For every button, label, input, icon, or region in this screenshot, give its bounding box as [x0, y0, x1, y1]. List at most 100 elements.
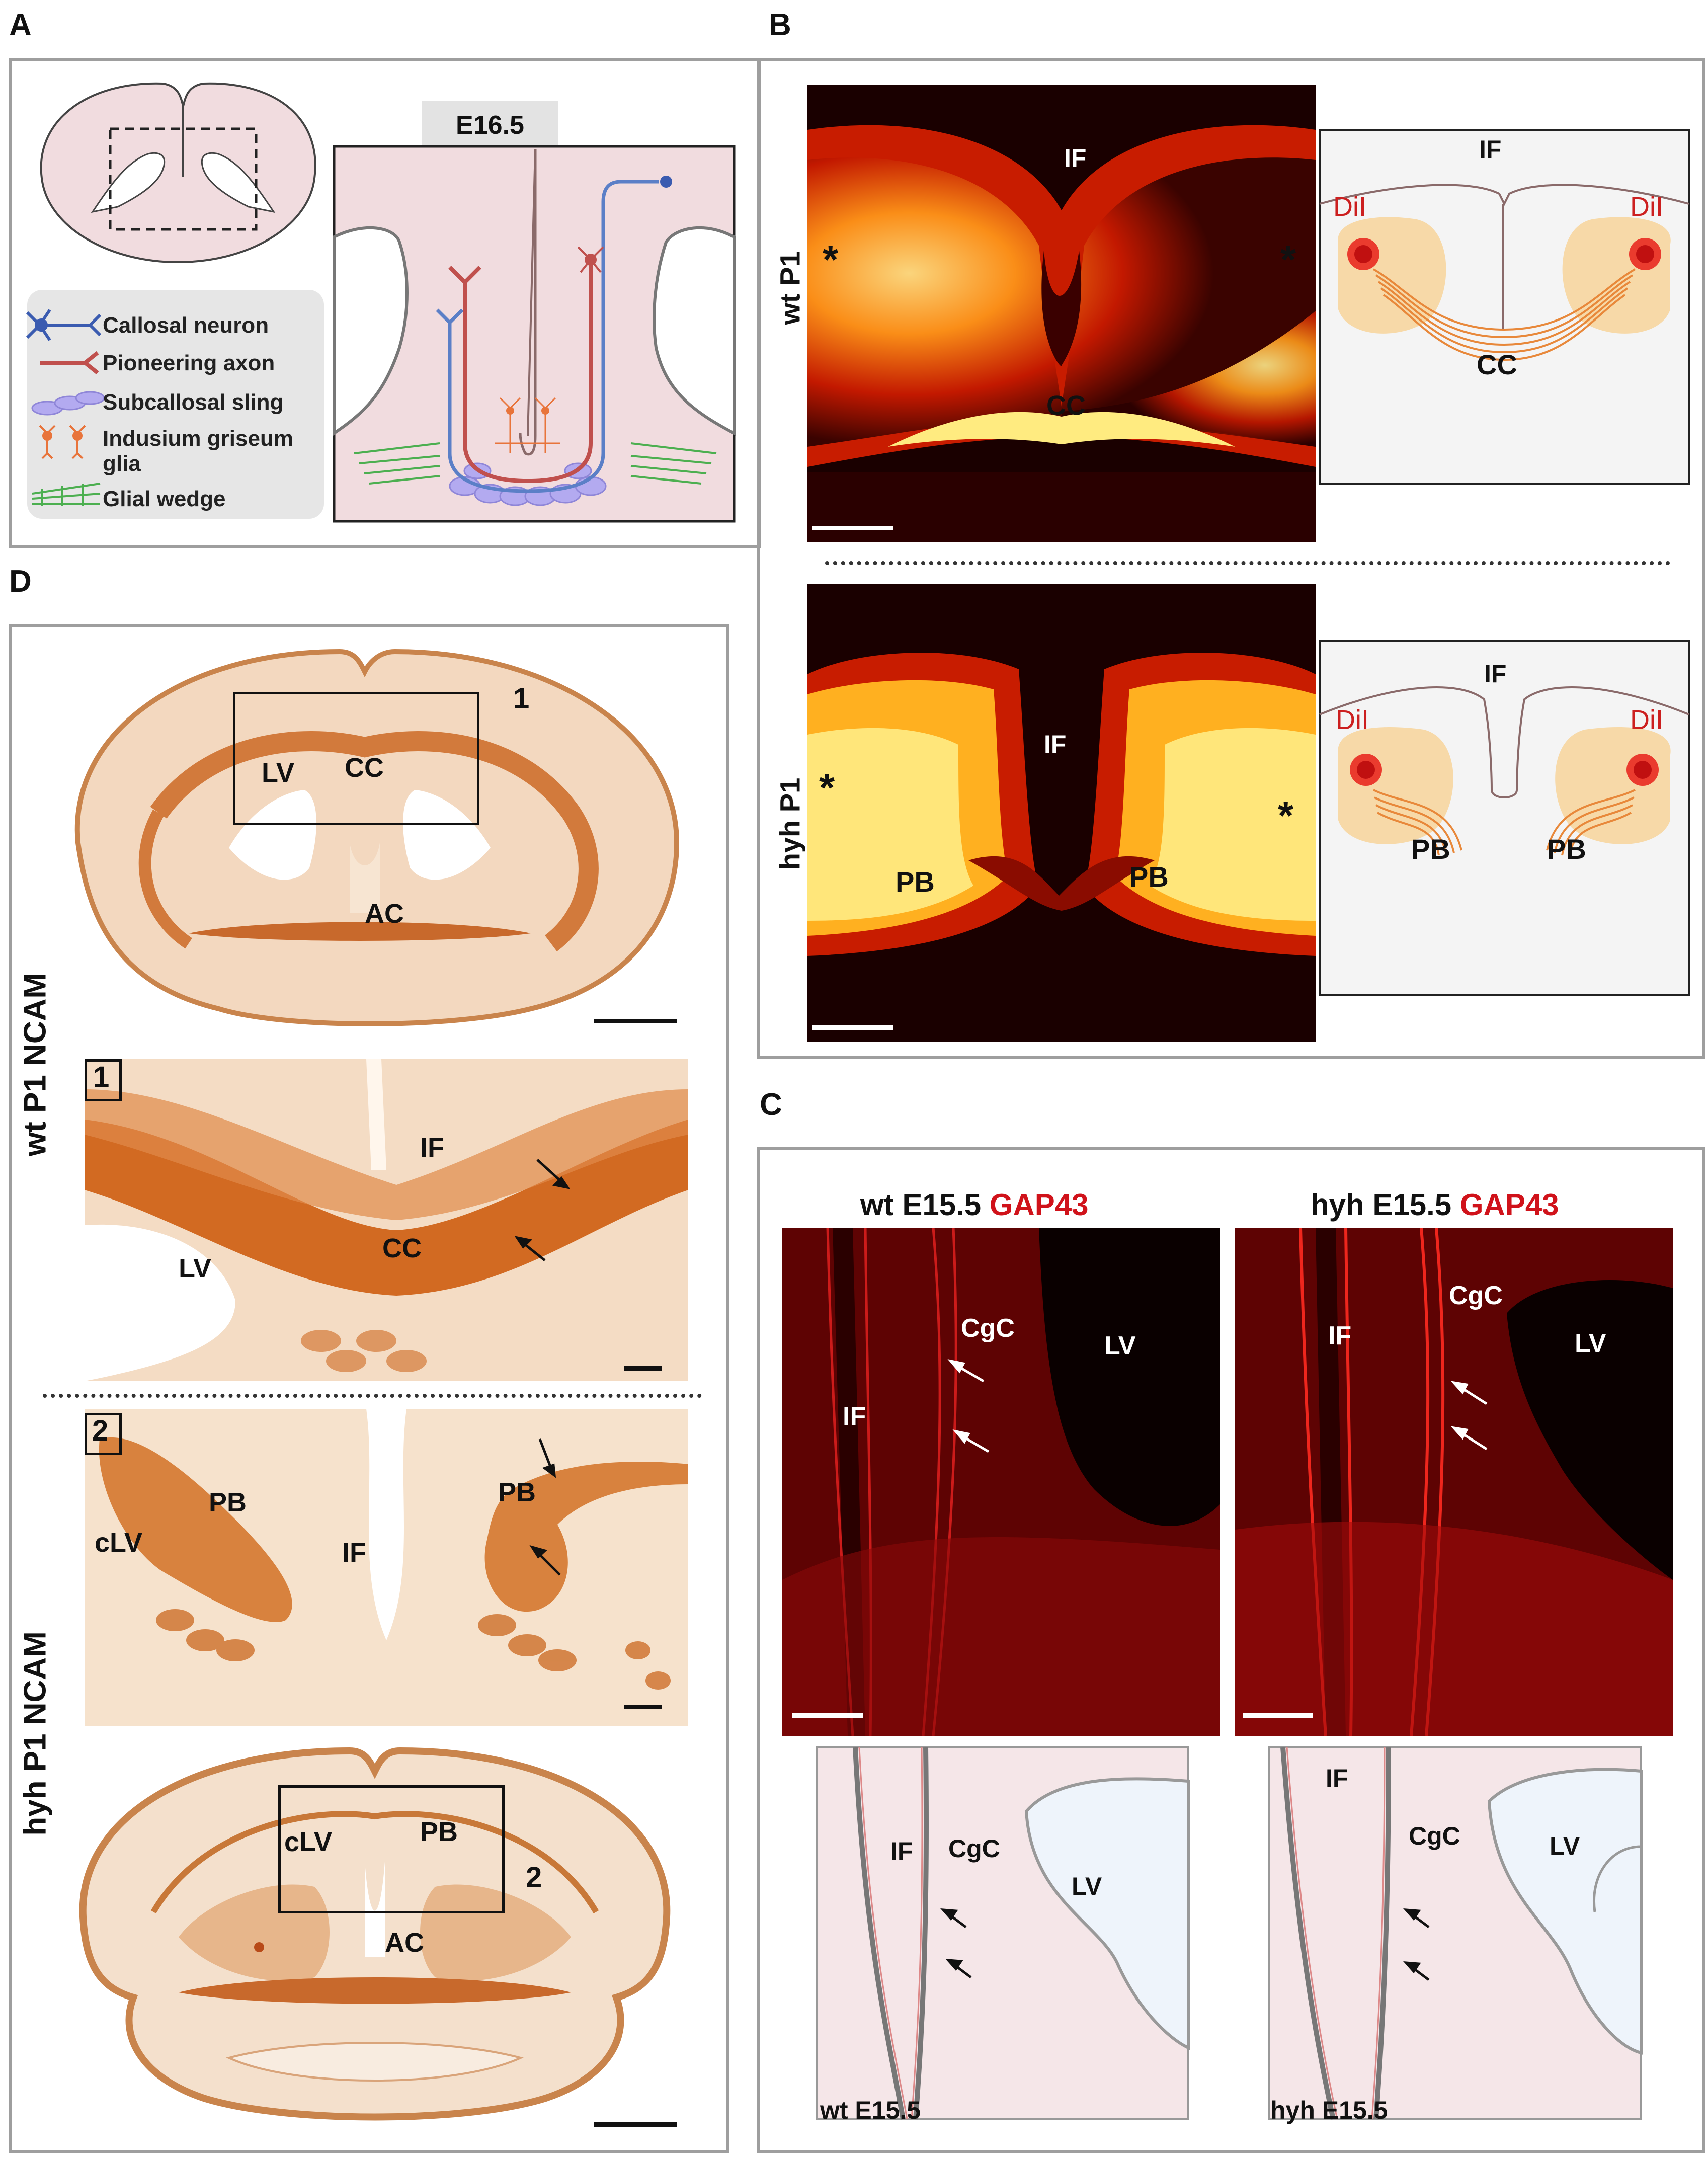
- hyh-p1-row-label: hyh P1: [774, 777, 806, 870]
- wt-gap43-cgc-label: CgC: [961, 1314, 1015, 1343]
- wt-inset-number-box: [85, 1059, 122, 1101]
- legend-label-pioneering: Pioneering axon: [103, 351, 275, 375]
- wt-schematic-dii-right: DiI: [1630, 192, 1663, 222]
- hyh-schematic-pb-right: PB: [1547, 833, 1586, 865]
- hyh-e155-title: hyh E15.5 GAP43: [1311, 1187, 1559, 1222]
- panel-b-frame: [757, 58, 1705, 1059]
- hyh-dii-schematic: [1319, 640, 1690, 996]
- wt-ncam-section: [74, 649, 680, 1026]
- hyh-schematic-if-label: IF: [1484, 660, 1507, 688]
- wt-cc-label: CC: [1046, 390, 1086, 421]
- hyh-gap43-lv-label: LV: [1575, 1329, 1606, 1358]
- wt-ncam-lv-label: LV: [262, 758, 294, 788]
- wt-e155-schematic: [816, 1746, 1190, 2120]
- panel-d-frame: [9, 624, 729, 2153]
- wt-gap43-marker: GAP43: [989, 1188, 1089, 1222]
- wt-p1-row-label: wt P1: [774, 251, 806, 325]
- pioneering-axon-icon: [40, 351, 99, 375]
- panel-letter-c: C: [760, 1087, 782, 1122]
- legend-label-glial-wedge: Glial wedge: [103, 487, 226, 511]
- hyh-schematic-if-c: IF: [1326, 1764, 1348, 1792]
- hyh-ncam-scalebar: [594, 2122, 677, 2127]
- hyh-gap43-cgc-label: CgC: [1449, 1281, 1503, 1310]
- wt-e155-caption: wt E15.5: [820, 2096, 921, 2124]
- wt-inset-lv-label: LV: [179, 1253, 211, 1284]
- panel-letter-a: A: [9, 8, 32, 42]
- legend-label-callosal: Callosal neuron: [103, 313, 269, 338]
- hyh-pb-right-label: PB: [1129, 861, 1169, 893]
- wt-inset-number: 1: [93, 1061, 110, 1093]
- hyh-inset-if-label: IF: [342, 1538, 366, 1568]
- hyh-schematic-lv-c: LV: [1550, 1832, 1580, 1860]
- panel-b-divider: [825, 561, 1670, 565]
- wt-ncam-ac-label: AC: [365, 899, 404, 929]
- wt-dii-scalebar: [812, 526, 893, 530]
- hyh-asterisk-left: *: [819, 765, 835, 810]
- panel-letter-d: D: [9, 564, 32, 599]
- wt-if-label: IF: [1064, 144, 1087, 172]
- hyh-inset-clv-label: cLV: [95, 1528, 143, 1558]
- indusium-griseum-icon: [39, 425, 86, 459]
- hyh-e155-title-text: hyh E15.5: [1311, 1188, 1452, 1222]
- wt-schematic-dii-left: DiI: [1333, 192, 1366, 222]
- wt-dii-micrograph: [807, 85, 1316, 542]
- wt-gap43-lv-label: LV: [1104, 1331, 1136, 1361]
- wt-asterisk-left: *: [823, 237, 839, 282]
- hyh-ncam-row-label: hyh P1 NCAM: [18, 1631, 53, 1836]
- legend-label-indusium: Indusium griseum: [103, 426, 293, 451]
- hyh-dii-micrograph: [807, 584, 1316, 1042]
- wt-inset-cc-label: CC: [382, 1233, 422, 1263]
- panel-d-divider: [43, 1394, 702, 1398]
- hyh-ncam-pb-label: PB: [420, 1817, 458, 1847]
- stage-label: E16.5: [456, 111, 524, 140]
- hyh-schematic-cgc-c: CgC: [1409, 1822, 1460, 1850]
- wt-e155-title: wt E15.5 GAP43: [860, 1187, 1089, 1222]
- hyh-ncam-section: [79, 1747, 671, 2121]
- stage-label-box: [422, 101, 558, 146]
- hyh-gap43-marker: GAP43: [1459, 1188, 1559, 1222]
- hyh-ncam-inset-box: [278, 1785, 505, 1913]
- hyh-schematic-pb-left: PB: [1411, 833, 1450, 865]
- wt-schematic-if-c: IF: [890, 1837, 913, 1865]
- hyh-gap43-if-label: IF: [1328, 1321, 1352, 1350]
- brain-overview-icon: [40, 82, 316, 264]
- hyh-e155-caption: hyh E15.5: [1270, 2096, 1388, 2124]
- panel-c-frame: [757, 1147, 1705, 2153]
- hyh-gap43-micrograph: [1235, 1228, 1673, 1736]
- wt-gap43-scalebar: [792, 1713, 863, 1718]
- hyh-inset-scalebar: [624, 1705, 662, 1709]
- hyh-inset-number-box: [85, 1413, 122, 1455]
- panel-letter-b: B: [769, 8, 791, 42]
- wt-gap43-if-label: IF: [843, 1402, 866, 1431]
- hyh-ncam-box-number: 2: [526, 1861, 542, 1894]
- wt-inset-scalebar: [624, 1366, 662, 1371]
- wt-schematic-cgc-c: CgC: [948, 1834, 1000, 1863]
- wt-gap43-micrograph: [782, 1228, 1220, 1736]
- wt-ncam-inset-1: [85, 1059, 688, 1381]
- hyh-schematic-dii-right: DiI: [1630, 705, 1663, 735]
- wt-inset-if-label: IF: [420, 1133, 444, 1163]
- subcallosal-sling-icon: [31, 391, 105, 416]
- wt-schematic-lv-c: LV: [1072, 1872, 1102, 1900]
- hyh-ncam-inset-2: [85, 1409, 688, 1726]
- wt-schematic-cc-label: CC: [1477, 349, 1517, 380]
- midline-diagram: [333, 145, 736, 523]
- hyh-pb-left-label: PB: [896, 866, 935, 898]
- wt-ncam-cc-label: CC: [345, 753, 384, 783]
- hyh-asterisk-right: *: [1278, 793, 1294, 838]
- hyh-gap43-scalebar: [1243, 1713, 1313, 1718]
- hyh-inset-pb-left: PB: [209, 1487, 247, 1517]
- wt-ncam-scalebar: [594, 1019, 677, 1023]
- legend-label-sling: Subcallosal sling: [103, 390, 283, 415]
- wt-asterisk-right: *: [1280, 237, 1296, 282]
- callosal-neuron-icon: [26, 309, 102, 341]
- hyh-e155-schematic: [1268, 1746, 1643, 2120]
- hyh-ncam-clv-label: cLV: [284, 1827, 333, 1857]
- wt-ncam-box-number: 1: [513, 682, 530, 715]
- legend-label-glia: glia: [103, 451, 141, 476]
- wt-schematic-if-label: IF: [1479, 135, 1502, 164]
- hyh-inset-pb-right: PB: [498, 1477, 536, 1507]
- glial-wedge-icon: [32, 483, 101, 506]
- wt-ncam-inset-box: [233, 692, 479, 825]
- wt-e155-title-text: wt E15.5: [860, 1188, 982, 1222]
